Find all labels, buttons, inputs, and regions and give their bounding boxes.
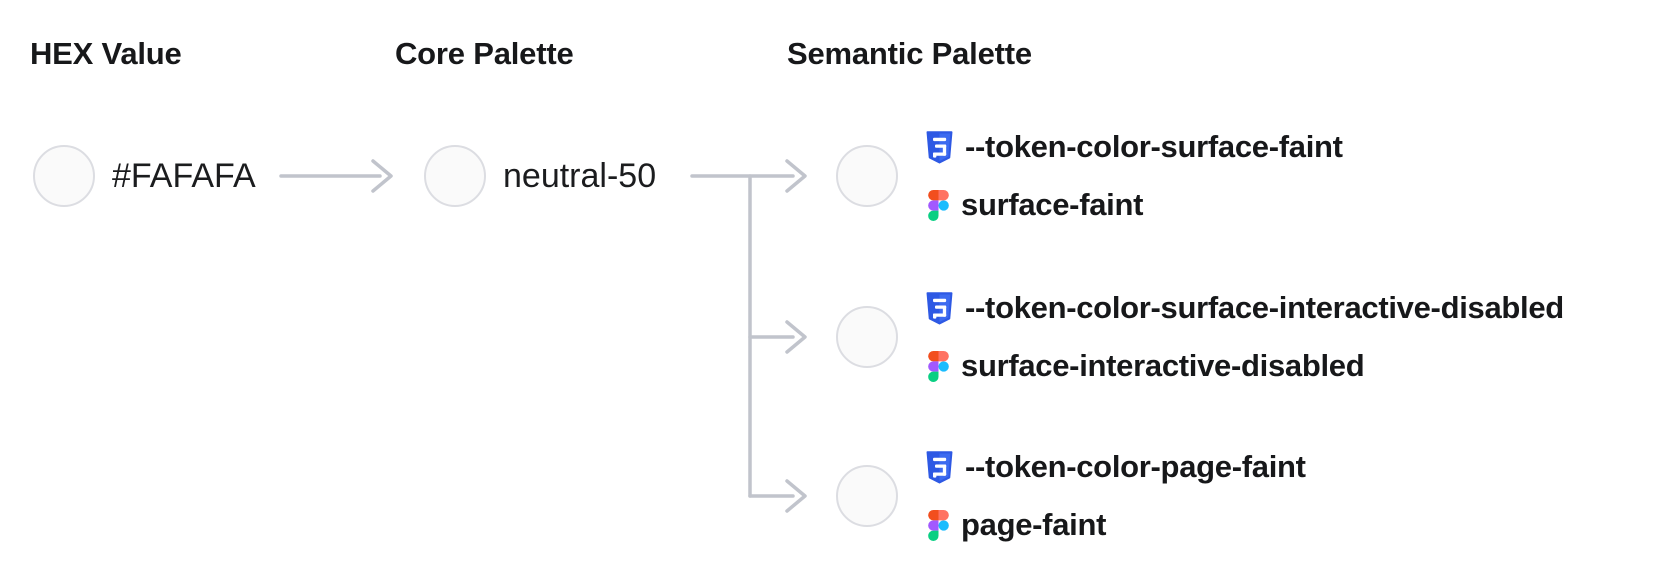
- css-token-line: --token-color-surface-faint: [926, 125, 1343, 169]
- css3-icon: [926, 450, 953, 484]
- css-token-name: --token-color-surface-faint: [965, 129, 1343, 164]
- css-token-line: --token-color-page-faint: [926, 445, 1306, 489]
- arrow-hex-to-core-head: [371, 159, 393, 193]
- figma-token-line: page-faint: [928, 503, 1106, 547]
- figma-token-name: surface-faint: [961, 187, 1144, 222]
- core-palette-header: Core Palette: [395, 36, 574, 71]
- figma-token-line: surface-interactive-disabled: [928, 344, 1365, 388]
- figma-token-name: page-faint: [961, 507, 1107, 542]
- arrow-semantic-1-head: [785, 159, 807, 193]
- figma-token-line: surface-faint: [928, 183, 1143, 227]
- figma-icon: [928, 509, 949, 541]
- arrow-semantic-2-head: [785, 320, 807, 354]
- figma-icon: [928, 189, 949, 221]
- semantic-palette-header: Semantic Palette: [787, 36, 1032, 71]
- hex-value-header: HEX Value: [30, 36, 182, 71]
- semantic-swatch-surface-interactive-disabled: [836, 306, 898, 368]
- css3-icon: [926, 291, 953, 325]
- figma-token-name: surface-interactive-disabled: [961, 348, 1365, 383]
- css3-icon: [926, 130, 953, 164]
- semantic-swatch-page-faint: [836, 465, 898, 527]
- hex-color-swatch: [33, 145, 95, 207]
- css-token-name: --token-color-surface-interactive-disabl…: [965, 290, 1564, 325]
- semantic-swatch-surface-faint: [836, 145, 898, 207]
- hex-value-label: #FAFAFA: [112, 157, 256, 195]
- arrow-semantic-3-head: [785, 479, 807, 513]
- css-token-name: --token-color-page-faint: [965, 449, 1306, 484]
- core-palette-label: neutral-50: [503, 157, 657, 195]
- css-token-line: --token-color-surface-interactive-disabl…: [926, 286, 1564, 330]
- core-color-swatch: [424, 145, 486, 207]
- figma-icon: [928, 350, 949, 382]
